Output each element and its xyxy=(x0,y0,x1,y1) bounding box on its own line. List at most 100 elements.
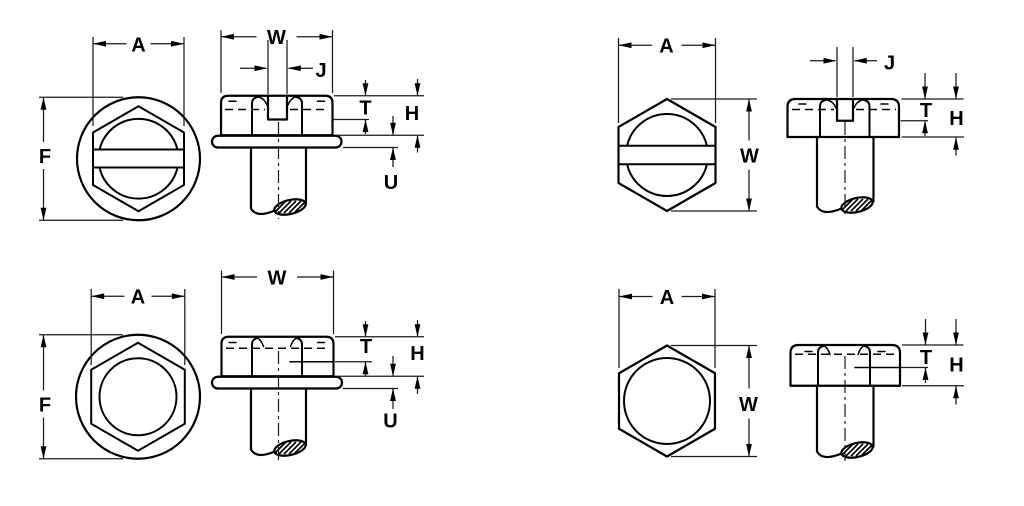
hex-outline xyxy=(617,97,717,213)
dim-H: H xyxy=(336,79,424,153)
arrowhead xyxy=(171,293,185,300)
slot-profile xyxy=(266,94,289,121)
crown-petal xyxy=(853,99,864,109)
dim-label-a: A xyxy=(131,287,145,309)
dim-A: A xyxy=(92,35,185,126)
side-view: T H xyxy=(789,319,964,461)
arrowhead xyxy=(40,207,47,221)
arrowhead xyxy=(953,86,959,99)
dim-U: U xyxy=(343,116,398,194)
head-outline xyxy=(786,97,901,139)
dim-T: T xyxy=(900,73,964,136)
arrowhead xyxy=(40,97,47,110)
dim-label-t: T xyxy=(920,347,932,369)
arrowhead xyxy=(823,57,837,64)
dim-A: A xyxy=(617,36,717,123)
arrowhead xyxy=(221,33,234,40)
dim-U: U xyxy=(343,356,398,433)
washer-circle xyxy=(74,333,202,460)
crown-arc-bottom xyxy=(98,166,179,200)
dim-W: W xyxy=(220,27,334,93)
dim-F: F xyxy=(39,96,123,221)
arrowhead xyxy=(414,83,421,96)
crown-petal xyxy=(823,345,831,356)
dim-label-u: U xyxy=(384,172,398,194)
arrowhead xyxy=(922,367,929,380)
arrowhead xyxy=(853,57,867,64)
break-curve xyxy=(815,450,843,459)
break-hatch xyxy=(273,441,307,455)
arrowhead xyxy=(953,137,959,150)
arrowhead xyxy=(414,135,421,148)
arrowhead xyxy=(414,376,421,389)
arrowhead xyxy=(221,274,235,280)
dim-W: W xyxy=(671,98,759,212)
dim-label-h: H xyxy=(949,108,963,130)
hex-outline xyxy=(617,344,717,458)
dim-label-w: W xyxy=(267,27,286,49)
dim-label-w: W xyxy=(739,394,758,416)
arrowhead xyxy=(40,334,47,348)
arrowhead xyxy=(414,324,421,337)
facet-line xyxy=(863,344,871,387)
arrowhead xyxy=(618,42,632,49)
arrowhead xyxy=(362,119,369,132)
facet-line xyxy=(295,336,303,378)
break-hatch xyxy=(840,443,874,457)
arrowhead xyxy=(746,198,752,211)
dim-label-w: W xyxy=(268,268,287,290)
dim-label-t: T xyxy=(360,336,372,358)
facet-line xyxy=(295,95,303,137)
side-view: J T H xyxy=(786,47,964,214)
washer-circle xyxy=(75,96,202,222)
arrowhead xyxy=(320,274,334,280)
dim-A: A xyxy=(618,287,716,368)
dim-label-j: J xyxy=(315,60,326,82)
dim-label-j: J xyxy=(884,53,895,75)
slot-profile xyxy=(835,97,855,122)
crown-arc-bottom xyxy=(626,163,708,197)
dim-H: H xyxy=(336,320,425,394)
facet-line xyxy=(251,95,259,137)
dim-label-h: H xyxy=(405,103,419,125)
dim-label-f: F xyxy=(39,146,51,168)
figure-hex-washer-head: A F xyxy=(39,268,425,460)
dim-label-h: H xyxy=(410,343,424,365)
arrowhead xyxy=(746,99,752,112)
dim-label-w: W xyxy=(740,146,759,168)
dim-J: J xyxy=(240,40,327,94)
arrowhead xyxy=(171,40,184,47)
arrowhead xyxy=(390,363,396,377)
break-hatch xyxy=(273,200,307,214)
dim-J: J xyxy=(810,47,895,97)
crown-petal xyxy=(289,337,298,348)
top-view: A W xyxy=(617,36,759,213)
arrowhead xyxy=(702,42,716,49)
arrowhead xyxy=(922,86,928,99)
head-outline xyxy=(789,343,902,387)
crown-petal xyxy=(287,96,297,106)
figure-slotted-hex-head: A W xyxy=(617,36,964,214)
top-view: A F xyxy=(39,35,202,222)
dim-label-a: A xyxy=(131,35,145,57)
arrowhead xyxy=(362,83,369,96)
arrowhead xyxy=(922,120,928,134)
arrowhead xyxy=(953,332,959,345)
break-hatch xyxy=(840,198,874,212)
facet-line xyxy=(251,336,259,378)
dim-H: H xyxy=(901,73,964,156)
washer-side xyxy=(210,134,343,149)
dim-T: T xyxy=(335,321,424,376)
break-curve xyxy=(249,448,276,457)
arrowhead xyxy=(254,65,268,72)
dim-T: T xyxy=(901,319,964,383)
facet-line xyxy=(862,98,871,138)
arrowhead xyxy=(746,345,752,358)
top-view: A W xyxy=(617,287,758,458)
arrowhead xyxy=(362,361,369,375)
crown-petal xyxy=(826,99,837,109)
crown-circle xyxy=(98,357,178,437)
arrowhead xyxy=(390,122,396,136)
